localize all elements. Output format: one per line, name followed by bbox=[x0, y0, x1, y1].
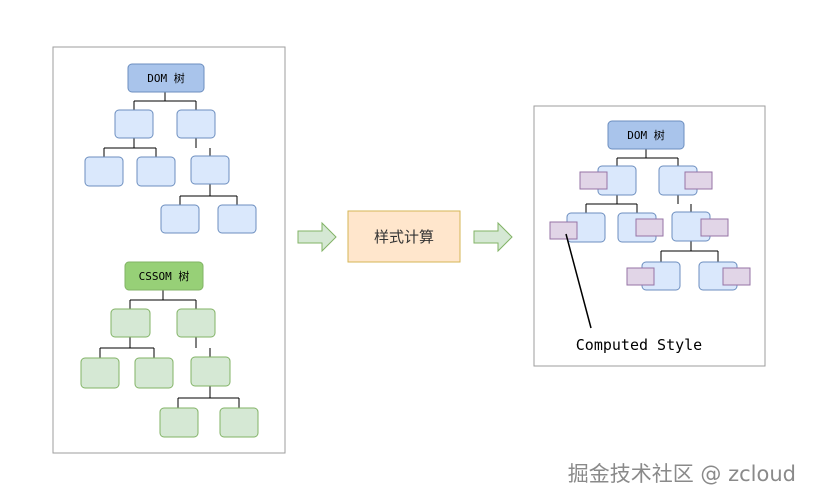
dom-root-label: DOM 树 bbox=[147, 71, 185, 85]
left-panel-frame bbox=[52, 46, 286, 454]
watermark: 掘金技术社区 @ zcloud bbox=[568, 462, 796, 486]
computed-style-chip bbox=[722, 267, 751, 286]
cssom-node bbox=[134, 357, 174, 389]
dom-tree-nodes bbox=[84, 63, 257, 234]
dom-node bbox=[136, 156, 176, 187]
computed-style-chip bbox=[626, 267, 655, 286]
style-computation-box bbox=[347, 210, 461, 263]
computed-style-chip bbox=[549, 221, 578, 240]
cssom-node bbox=[190, 356, 231, 387]
cssom-node bbox=[80, 357, 120, 389]
dom-node bbox=[114, 109, 154, 139]
dom-node bbox=[190, 155, 230, 185]
computed-style-chip bbox=[635, 218, 664, 237]
computed-style-chips bbox=[549, 171, 751, 286]
render-tree bbox=[585, 149, 719, 262]
computed-style-chip bbox=[700, 218, 729, 237]
cssom-root-label: CSSOM 树 bbox=[139, 269, 190, 283]
cssom-tree bbox=[99, 290, 240, 408]
cssom-node bbox=[176, 308, 216, 338]
dom-node bbox=[160, 204, 200, 234]
cssom-node bbox=[219, 407, 259, 438]
render-root-node bbox=[607, 120, 685, 150]
render-root-label: DOM 树 bbox=[627, 128, 665, 142]
dom-node bbox=[84, 156, 124, 187]
dom-node bbox=[217, 204, 257, 234]
arrow-right-icon bbox=[473, 221, 513, 253]
cssom-tree-nodes bbox=[80, 261, 259, 438]
arrow-right-icon bbox=[297, 221, 337, 253]
dom-tree bbox=[103, 92, 238, 205]
cssom-node bbox=[159, 407, 199, 438]
dom-node bbox=[176, 109, 216, 139]
dom-root-node bbox=[127, 63, 205, 93]
computed-style-label: Computed Style bbox=[576, 336, 702, 354]
style-computation-label: 样式计算 bbox=[374, 228, 434, 246]
callout-pointer-line bbox=[565, 233, 592, 329]
cssom-node bbox=[110, 308, 151, 338]
computed-style-chip bbox=[684, 171, 713, 190]
cssom-root-node bbox=[124, 261, 204, 291]
computed-style-chip bbox=[579, 171, 608, 190]
